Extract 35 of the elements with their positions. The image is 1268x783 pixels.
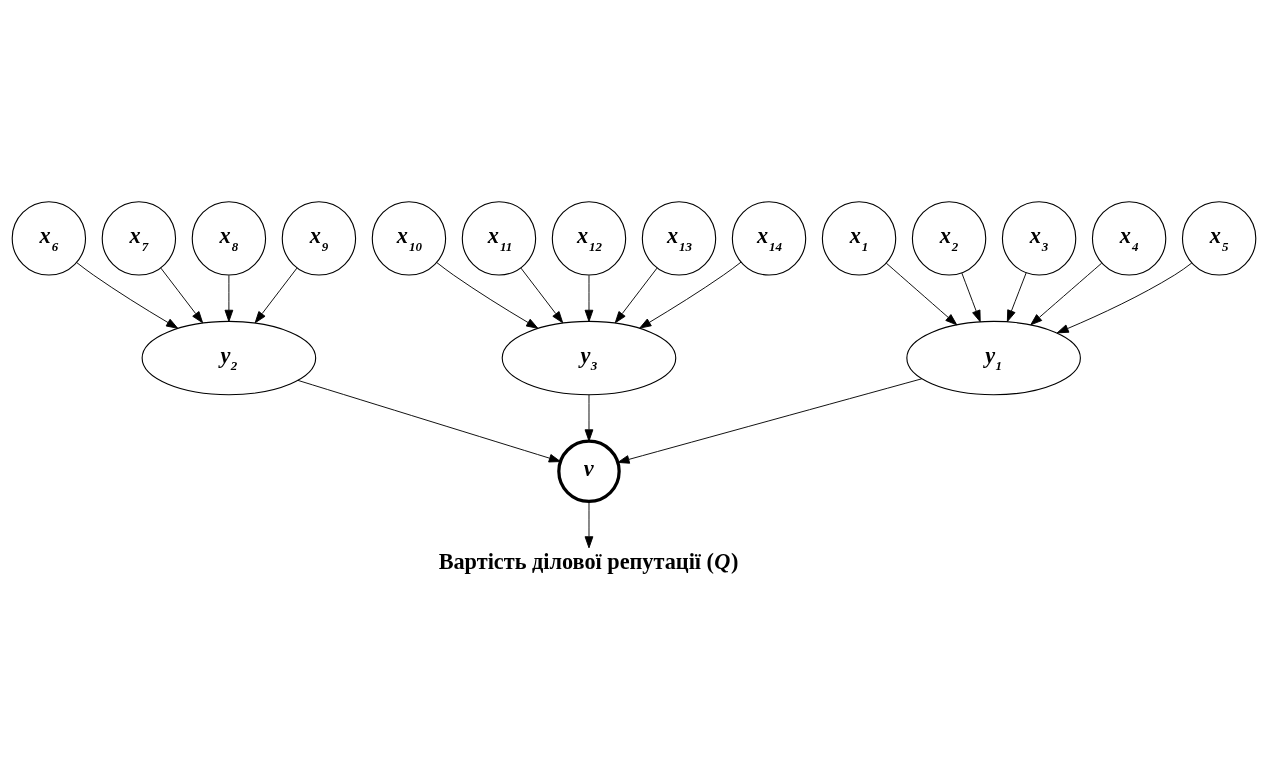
arrow (584, 274, 594, 322)
arrow (224, 274, 234, 322)
node-ellipse: y$_{1}$ (906, 320, 1081, 396)
node-circle: x$_{13}$ (641, 201, 717, 276)
arrow (617, 378, 923, 464)
arrow (961, 272, 981, 323)
node-circle: x$_{9}$ (281, 201, 357, 276)
node-circle: x$_{6}$ (11, 201, 87, 276)
arrow (1030, 262, 1103, 326)
arrow (639, 261, 742, 329)
node-circle: x$_{2}$ (911, 201, 987, 276)
arrow (297, 379, 561, 463)
arrow (1056, 262, 1193, 334)
node-circle: x$_{8}$ (191, 201, 267, 276)
node-circle: x$_{12}$ (551, 201, 627, 276)
arrow (520, 267, 564, 324)
node-circle: x$_{11}$ (461, 201, 537, 276)
node-circle: x$_{4}$ (1091, 201, 1167, 276)
arrow (885, 262, 958, 326)
node-circle: x$_{7}$ (101, 201, 177, 276)
arrow (584, 394, 594, 442)
arrow (436, 262, 539, 329)
arrow (160, 267, 204, 324)
node-circle: x$_{3}$ (1001, 201, 1077, 276)
arrow (76, 262, 179, 329)
arrow (614, 267, 658, 324)
node-circle: x$_{14}$ (731, 201, 807, 276)
node-text: Вартість ділової репутації (Q) (438, 549, 739, 575)
arrow (1006, 272, 1027, 323)
node-circle: x$_{1}$ (821, 201, 897, 276)
arrow (254, 267, 298, 324)
node-circle: v (557, 439, 621, 504)
arrow (584, 501, 594, 549)
node-circle: x$_{10}$ (371, 201, 447, 276)
node-circle: x$_{5}$ (1181, 201, 1257, 276)
